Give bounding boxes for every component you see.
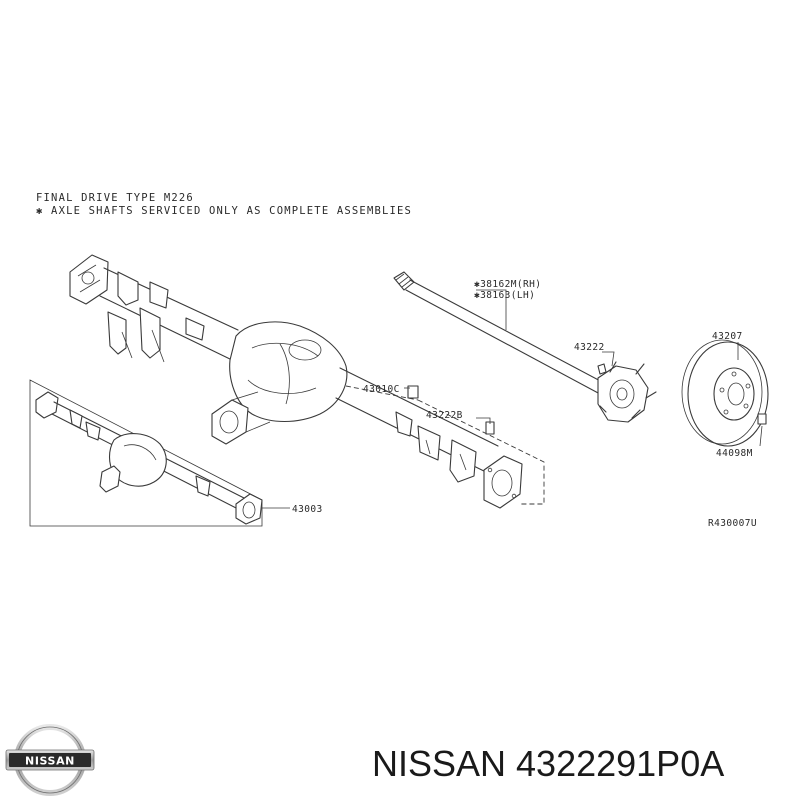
axle-housing-drawing [69,254,523,509]
label-43222b: 43222B [426,410,463,421]
label-38162m-rh: ✱38162M(RH) [474,279,541,290]
nissan-logo-icon: NISSAN [5,724,95,796]
axle-assembly-inset [29,379,263,527]
label-43010c: 43010C [363,384,400,395]
logo-lettering: NISSAN [25,755,75,768]
axle-shaft-drawing [393,271,657,423]
label-43207: 43207 [712,331,743,342]
brake-disc-drawing [681,339,769,447]
part-number-caption: NISSAN 4322291P0A [372,743,725,784]
diagram-header-note: ✱ AXLE SHAFTS SERVICED ONLY AS COMPLETE … [36,205,412,217]
label-44098m: 44098M [716,448,753,459]
diagram-header-type: FINAL DRIVE TYPE M226 [36,192,194,204]
label-38163-lh: ✱38163(LH) [474,290,535,301]
reference-code: R430007U [708,518,757,529]
leader-lines [262,289,763,509]
label-43003: 43003 [292,504,323,515]
label-43222: 43222 [574,342,605,353]
